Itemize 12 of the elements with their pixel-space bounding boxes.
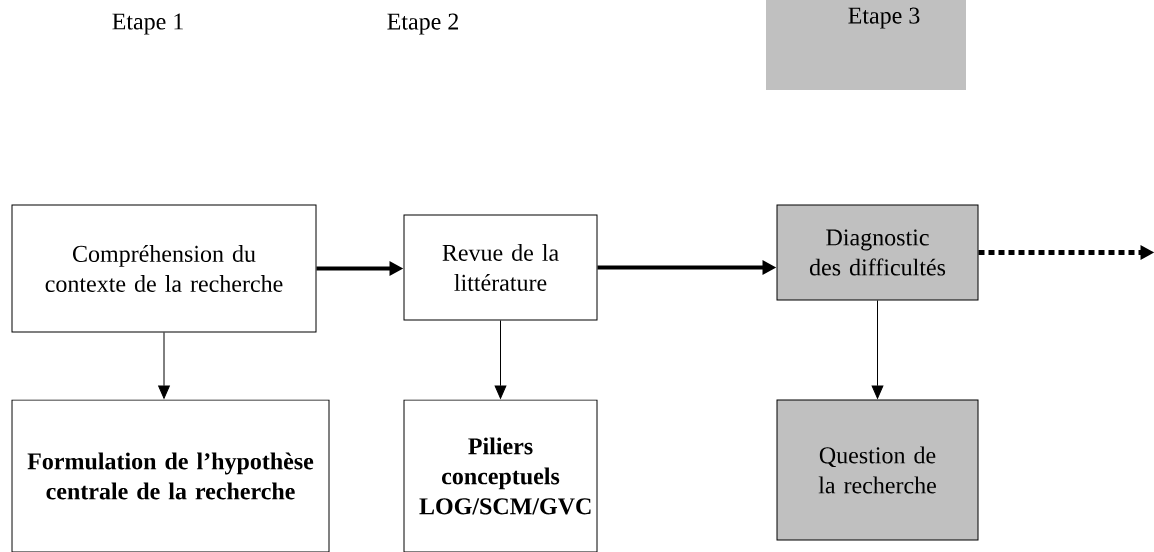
arrow	[871, 300, 884, 399]
process-box: Revue de la littérature	[403, 214, 598, 321]
step-label: Etape 2	[387, 13, 458, 35]
process-box: Diagnostic des difficultés	[776, 204, 979, 301]
process-box: Compréhension du contexte de la recherche	[11, 204, 317, 333]
arrow	[494, 320, 507, 399]
process-box: Piliers conceptuels LOG/SCM/GVC	[403, 399, 598, 552]
process-box: Formulation de l’hypothèse centrale de la recherche	[11, 399, 330, 552]
process-box: Question de la recherche	[776, 399, 979, 541]
step-label: Etape 1	[112, 13, 183, 35]
arrow	[158, 332, 170, 399]
step-box: Etape 3	[766, 0, 966, 90]
